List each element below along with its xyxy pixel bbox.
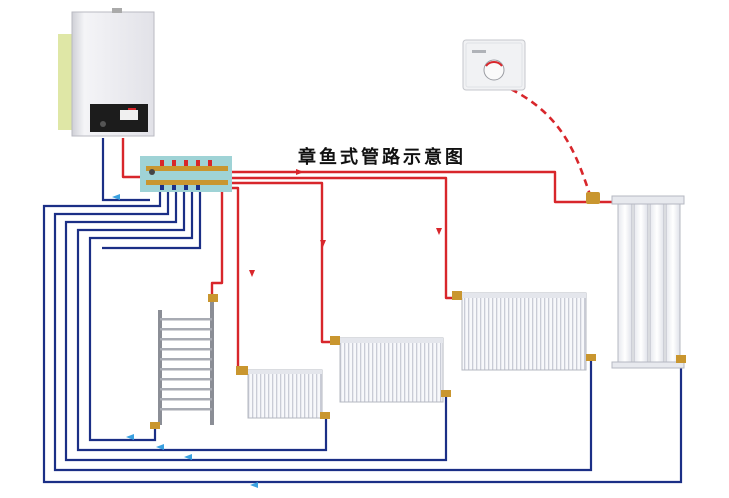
large-radiator-lockshield-icon — [586, 354, 596, 361]
arrow-left-icon — [250, 482, 258, 488]
thermostat-dial-icon — [483, 59, 505, 81]
medium-panel-radiator — [330, 336, 451, 403]
large-radiator-valve-icon — [452, 291, 462, 300]
boiler-control-panel — [90, 104, 148, 132]
manifold-supply-bar — [146, 166, 228, 171]
large-radiator-panel — [461, 292, 587, 371]
large-radiator-supply-pipe — [228, 176, 458, 300]
boiler-indicator-icon — [128, 108, 136, 110]
small-panel-radiator — [236, 366, 330, 419]
room-thermostat — [462, 39, 526, 91]
arrow-down-icon — [436, 228, 442, 235]
column-radiator-thermostatic-valve-icon — [586, 192, 600, 204]
column-radiator-top — [611, 195, 685, 205]
column-radiator-bottom — [611, 361, 685, 369]
column-radiator-sections — [617, 203, 681, 365]
medium-radiator-panel — [339, 337, 444, 403]
manifold-return-bar — [146, 180, 228, 185]
small-radiator-valve-icon — [236, 366, 248, 375]
column-radiator — [586, 192, 686, 369]
boiler-supply-pipe — [121, 138, 146, 179]
column-radiator-lockshield-icon — [676, 355, 686, 363]
small-radiator-lockshield-icon — [320, 412, 330, 419]
arrow-left-icon — [184, 454, 192, 460]
towel-rail-bars — [160, 318, 212, 411]
arrow-down-icon — [249, 270, 255, 277]
towel-rail-return-pipe — [90, 190, 192, 440]
thermostat-control-wire — [499, 82, 592, 196]
large-radiator-top-grille — [462, 293, 586, 298]
return-flow-arrows — [112, 194, 258, 488]
small-radiator-panel — [247, 369, 323, 419]
manifold-return-valves — [160, 185, 200, 190]
arrow-down-icon — [320, 240, 326, 247]
distribution-manifold — [140, 156, 232, 192]
thermostat-scale-icon — [485, 61, 503, 67]
arrow-right-icon — [296, 169, 304, 175]
column-radiator-supply-pipe — [228, 170, 612, 204]
towel-rail-valve-icon — [208, 294, 218, 302]
medium-radiator-top-grille — [340, 338, 443, 343]
medium-radiator-valve-icon — [330, 336, 340, 345]
towel-rail-lockshield-icon — [150, 422, 160, 429]
arrow-left-icon — [126, 434, 134, 440]
thermostat-bezel — [465, 42, 523, 88]
towel-rail-right-post — [210, 300, 214, 425]
large-panel-radiator — [452, 291, 596, 371]
wall-boiler — [58, 8, 155, 137]
towel-rail-radiator — [150, 294, 218, 429]
towel-rail-left-post — [158, 310, 162, 425]
boiler-display-icon — [120, 110, 138, 120]
small-radiator-supply-pipe — [228, 186, 244, 372]
thermostat-label-mark — [472, 50, 486, 53]
arrow-left-icon — [112, 194, 120, 200]
supply-flow-arrows — [249, 169, 442, 277]
manifold-supply-valves — [160, 160, 212, 166]
manifold-gauge-icon — [149, 169, 155, 175]
boiler-flue-stub — [112, 8, 122, 13]
small-radiator-top-grille — [248, 370, 322, 374]
diagram-title: 章鱼式管路示意图 — [298, 146, 466, 168]
return-pipes-stroke — [42, 138, 683, 484]
medium-radiator-lockshield-icon — [441, 390, 451, 397]
arrow-left-icon — [156, 444, 164, 450]
towel-rail-supply-pipe — [210, 190, 224, 298]
boiler-knob-icon — [100, 121, 106, 127]
medium-radiator-supply-pipe — [228, 181, 336, 344]
